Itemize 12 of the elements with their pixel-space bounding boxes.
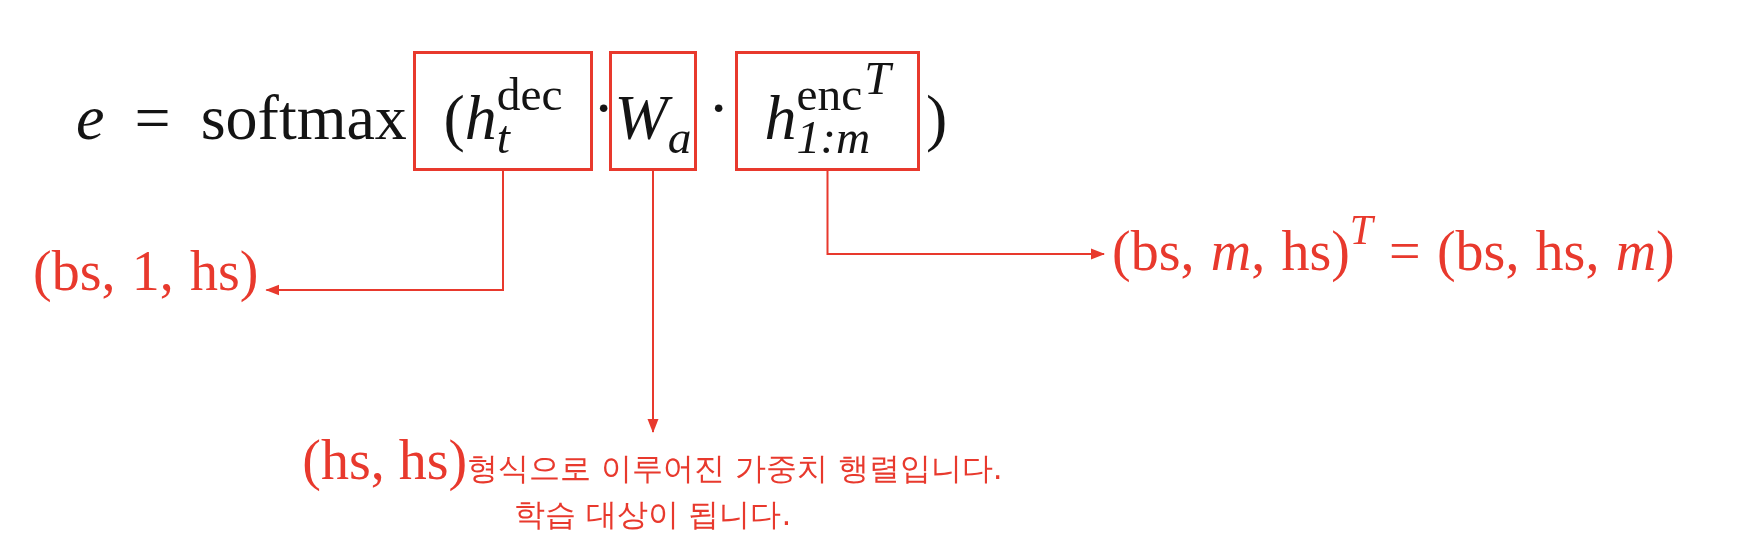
math-term: W$_{a}$ [614,81,692,166]
leader-arrow [265,170,504,296]
formula-text: e = softmax [76,86,407,150]
dot-operator: · [593,76,615,140]
highlight-box [413,51,593,171]
highlight-box [735,51,920,171]
highlight-box [609,51,697,171]
dot-operator: · [708,76,730,140]
tensor-shape-label: (hs, hs) [302,429,468,491]
description-text: 형식으로 이루어진 가중치 행렬입니다. 학습 대상이 됩니다. [467,450,1003,532]
leader-arrow [647,170,659,433]
leader-arrow [826,170,1105,260]
